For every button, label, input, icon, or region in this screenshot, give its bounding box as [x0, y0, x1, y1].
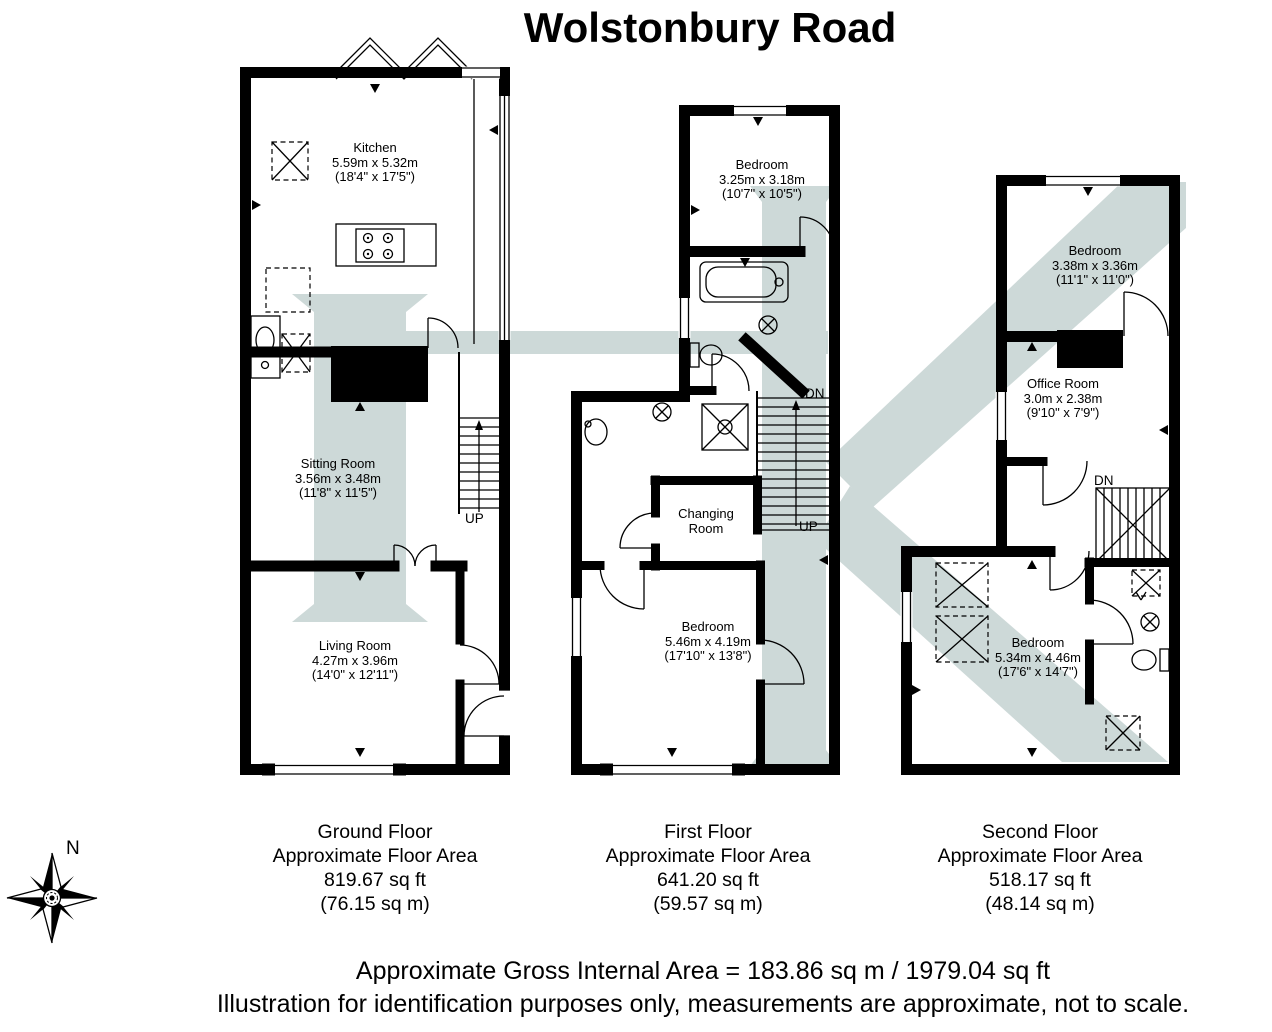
room-dim-m: 5.46m x 4.19m — [665, 633, 751, 649]
light-fitting — [652, 402, 672, 422]
ground-floor-plan — [240, 37, 511, 776]
room-label-sitting-room: Sitting Room 3.56m x 3.48m (11'8" x 11'5… — [258, 456, 418, 501]
floor-area-label: Approximate Floor Area — [272, 845, 478, 867]
ground-floor-caption: Ground Floor Approximate Floor Area 819.… — [225, 820, 525, 916]
basin — [1135, 591, 1160, 632]
floor-area-sqft: 518.17 sq ft — [989, 869, 1091, 891]
floor-area-sqft: 641.20 sq ft — [657, 869, 759, 891]
stairs-dn-up — [757, 397, 834, 526]
toilet — [1131, 648, 1170, 672]
page-title: Wolstonbury Road — [523, 4, 897, 51]
gross-internal-area: Approximate Gross Internal Area = 183.86… — [355, 957, 1051, 985]
room-label-changing-room: Changing Room — [669, 506, 743, 536]
room-label-office-room: Office Room 3.0m x 2.38m (9'10" x 7'9") — [983, 376, 1143, 421]
room-dim-ft: (9'10" x 7'9") — [1026, 405, 1100, 420]
floor-name: Second Floor — [982, 821, 1098, 843]
stair-label-dn-first: DN — [805, 386, 825, 401]
room-label-bedroom-2f-front: Bedroom 3.38m x 3.36m (11'1" x 11'0") — [1015, 243, 1175, 288]
room-name: Bedroom — [681, 619, 735, 634]
stair-label-up-first: UP — [799, 519, 818, 534]
floor-area-label: Approximate Floor Area — [937, 845, 1143, 867]
stair-label-up-ground: UP — [465, 511, 484, 526]
compass-center — [42, 888, 62, 908]
extractor-fan — [758, 315, 778, 335]
room-dim-m: 3.38m x 3.36m — [1052, 257, 1138, 273]
room-dim-ft: (10'7" x 10'5") — [722, 186, 802, 201]
room-dim-ft: (18'4" x 17'5") — [335, 169, 415, 184]
first-floor-plan — [570, 104, 840, 776]
room-dim-ft: (11'8" x 11'5") — [298, 485, 378, 500]
room-dim-m: 4.27m x 3.96m — [312, 652, 398, 668]
basin — [584, 418, 608, 446]
room-dim-ft: (17'10" x 13'8") — [664, 648, 752, 663]
windows — [262, 66, 511, 776]
room-label-kitchen: Kitchen 5.59m x 5.32m (18'4" x 17'5") — [295, 140, 455, 185]
shower — [701, 403, 749, 451]
doors — [599, 216, 835, 685]
skylight — [1131, 569, 1161, 597]
kitchen-sink — [250, 315, 281, 379]
footer: Approximate Gross Internal Area = 183.86… — [103, 955, 1272, 1021]
room-dim-ft: (14'0" x 12'11") — [311, 667, 399, 682]
floor-area-sqm: (76.15 sq m) — [320, 893, 430, 915]
stairs-up — [459, 417, 499, 512]
kitchen-island — [335, 223, 437, 267]
room-dim-m: 5.59m x 5.32m — [332, 154, 418, 170]
stairs-dn — [1095, 487, 1171, 563]
compass-north-label: N — [66, 838, 80, 859]
disclaimer: Illustration for identification purposes… — [216, 990, 1190, 1018]
room-label-bedroom-1f-rear: Bedroom 5.46m x 4.19m (17'10" x 13'8") — [628, 619, 788, 664]
floor-area-label: Approximate Floor Area — [605, 845, 811, 867]
windows — [900, 174, 1120, 642]
room-name: Bedroom — [735, 157, 789, 172]
floor-area-sqm: (59.57 sq m) — [653, 893, 763, 915]
floor-name: Ground Floor — [317, 821, 433, 843]
room-dim-ft: (11'1" x 11'0") — [1055, 272, 1135, 287]
measure-arrows — [252, 84, 498, 757]
compass-rose-icon — [6, 852, 98, 944]
measure-arrows — [667, 117, 828, 757]
room-dim-m: 3.56m x 3.48m — [295, 470, 381, 486]
room-dim-ft: (17'6" x 14'7") — [998, 664, 1078, 679]
room-name: Sitting Room — [300, 456, 376, 471]
room-name: Changing Room — [678, 506, 734, 536]
second-floor-plan — [900, 174, 1180, 775]
doors — [393, 317, 511, 737]
room-name: Office Room — [1026, 376, 1099, 391]
compass-cardinal-points — [6, 852, 98, 944]
room-name: Living Room — [318, 638, 392, 653]
measure-arrows — [912, 187, 1168, 757]
storage-box — [1105, 715, 1141, 751]
toilet — [689, 342, 723, 368]
interior-walls — [245, 346, 468, 774]
room-name: Bedroom — [1011, 635, 1065, 650]
room-dim-m: 3.25m x 3.18m — [719, 171, 805, 187]
appliances — [265, 141, 311, 373]
room-dim-m: 3.0m x 2.38m — [1023, 390, 1103, 406]
outer-walls — [571, 105, 840, 775]
stair-label-dn-second: DN — [1094, 473, 1114, 488]
room-label-living-room: Living Room 4.27m x 3.96m (14'0" x 12'11… — [275, 638, 435, 683]
room-name: Bedroom — [1068, 243, 1122, 258]
room-dim-m: 5.34m x 4.46m — [995, 649, 1081, 665]
doors — [1042, 291, 1169, 645]
second-floor-caption: Second Floor Approximate Floor Area 518.… — [890, 820, 1190, 916]
bathtub — [699, 261, 789, 303]
floor-area-sqm: (48.14 sq m) — [985, 893, 1095, 915]
eaves-storage — [935, 562, 989, 663]
floor-name: First Floor — [664, 821, 752, 843]
floor-area-sqft: 819.67 sq ft — [324, 869, 426, 891]
first-floor-caption: First Floor Approximate Floor Area 641.2… — [558, 820, 858, 916]
windows — [570, 104, 786, 776]
room-name: Kitchen — [353, 140, 397, 155]
room-label-bedroom-1f-front: Bedroom 3.25m x 3.18m (10'7" x 10'5") — [682, 157, 842, 202]
room-label-bedroom-2f-rear: Bedroom 5.34m x 4.46m (17'6" x 14'7") — [958, 635, 1118, 680]
